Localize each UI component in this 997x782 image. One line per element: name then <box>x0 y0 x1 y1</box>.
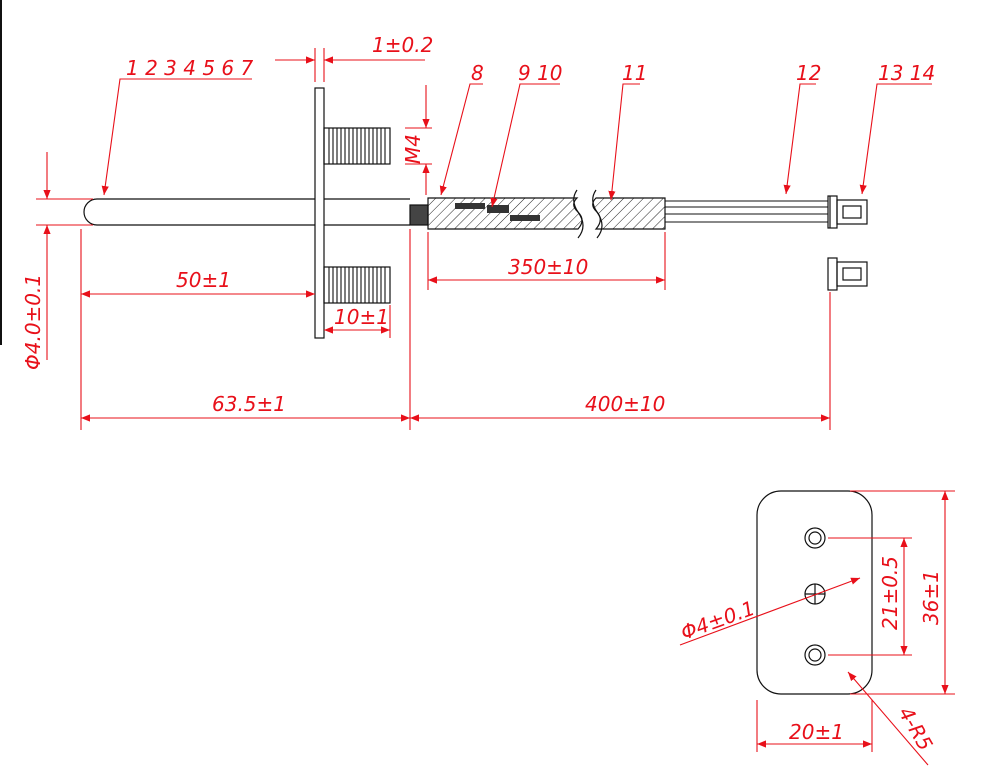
hole-bottom <box>804 644 826 666</box>
dim-probe-length: 50±1 <box>176 268 231 292</box>
dimension-texts: 1 2 3 4 5 6 7 1±0.2 M4 Φ4.0±0.1 8 9 10 1… <box>21 33 943 755</box>
flange-plate <box>314 87 325 339</box>
dim-stud-length: 10±1 <box>334 305 389 329</box>
dim-hole-spacing: 21±0.5 <box>878 556 902 630</box>
dim-probe-diameter: Φ4.0±0.1 <box>21 274 45 370</box>
flange-outline <box>756 490 873 695</box>
dim-sleeve-length: 350±10 <box>508 255 588 279</box>
connector-body <box>827 195 838 229</box>
connector-end-view <box>827 257 838 291</box>
probe-body <box>83 198 315 226</box>
stud-threads <box>328 128 386 303</box>
dim-cable-length: 400±10 <box>585 392 665 416</box>
side-view <box>83 87 868 339</box>
probe-transition <box>409 204 429 226</box>
dim-flange-thickness: 1±0.2 <box>372 33 433 57</box>
flange-front-view <box>756 490 873 695</box>
label-sleeve: 11 <box>622 61 647 85</box>
sleeve-section-right <box>592 197 666 230</box>
dim-flange-width: 20±1 <box>789 720 844 744</box>
label-wires: 12 <box>796 61 821 85</box>
hole-top <box>804 527 826 549</box>
label-shrink-sleeve: 9 10 <box>518 61 563 85</box>
dim-hole-diameter: Φ4±0.1 <box>678 596 759 645</box>
label-connector: 13 14 <box>878 61 935 85</box>
label-probe: 1 2 3 4 5 6 7 <box>126 56 253 80</box>
dim-corner-radius: 4-R5 <box>894 703 938 755</box>
dim-overall-probe: 63.5±1 <box>212 392 286 416</box>
dim-flange-height: 36±1 <box>919 570 943 625</box>
sleeve-section-left <box>427 197 583 230</box>
label-cable-joint: 8 <box>471 61 484 85</box>
dim-thread: M4 <box>401 134 425 164</box>
dimension-lines <box>36 48 955 766</box>
